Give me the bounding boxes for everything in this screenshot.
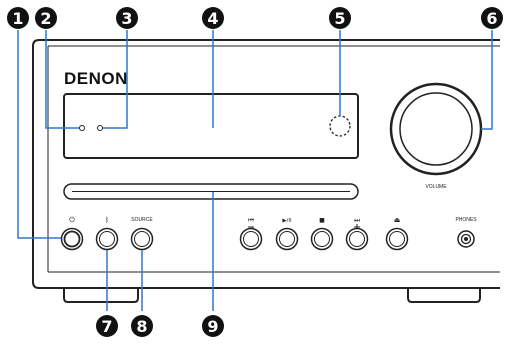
volume-label: VOLUME (425, 184, 447, 190)
indicator-3 (97, 125, 103, 131)
svg-text:6: 6 (486, 9, 497, 28)
svg-text:5: 5 (334, 9, 345, 28)
next-button[interactable] (345, 227, 369, 251)
next-glyph: ⏭ (354, 216, 360, 224)
svg-text:1: 1 (12, 9, 23, 28)
indicator-2 (79, 125, 85, 131)
callout-4: 4 (202, 7, 224, 29)
display-window (63, 93, 359, 159)
svg-text:7: 7 (101, 317, 112, 336)
stop-button[interactable] (310, 227, 334, 251)
leader-lines (17, 30, 493, 311)
prev-button[interactable] (239, 227, 263, 251)
power-glyph: ⏻ (69, 216, 75, 224)
unit-body (32, 39, 500, 47)
leader-1 (17, 30, 61, 239)
callout-1: 1 (7, 7, 29, 29)
right-foot (407, 288, 481, 303)
phones-label: PHONES (455, 217, 477, 223)
leader-2 (45, 30, 79, 129)
power-button[interactable] (60, 227, 84, 251)
left-foot (63, 288, 139, 303)
source-label: SOURCE (131, 217, 153, 223)
brand-logo: DENON (64, 69, 128, 88)
source-button[interactable] (130, 227, 154, 251)
callout-3: 3 (116, 7, 138, 29)
svg-text:4: 4 (207, 9, 218, 28)
volume-knob-outer[interactable] (389, 82, 483, 176)
callout-5: 5 (329, 7, 351, 29)
callout-9: 9 (202, 315, 224, 337)
stop-glyph: ■ (319, 217, 325, 224)
callout-2: 2 (35, 7, 57, 29)
leader-3 (103, 30, 128, 129)
play-pause-button[interactable] (275, 227, 299, 251)
leader-6 (481, 30, 493, 130)
callout-6: 6 (481, 7, 503, 29)
svg-text:3: 3 (121, 9, 132, 28)
svg-text:8: 8 (136, 317, 147, 336)
prev-glyph: ⏮ (248, 216, 254, 224)
callout-8: 8 (131, 315, 153, 337)
remote-sensor (329, 115, 351, 137)
eject-button[interactable] (385, 227, 409, 251)
bluetooth-glyph: ᛒ (105, 216, 109, 224)
disc-slot[interactable] (63, 183, 359, 200)
svg-text:2: 2 (40, 9, 51, 28)
callout-7: 7 (96, 315, 118, 337)
volume-knob-inner[interactable] (399, 92, 473, 166)
bluetooth-button[interactable] (95, 227, 119, 251)
svg-text:9: 9 (207, 317, 218, 336)
play-pause-glyph: ▶/II (282, 218, 292, 224)
phones-jack[interactable] (457, 230, 475, 248)
unit-bottom-left (32, 281, 500, 289)
eject-glyph: ⏏ (394, 216, 401, 224)
